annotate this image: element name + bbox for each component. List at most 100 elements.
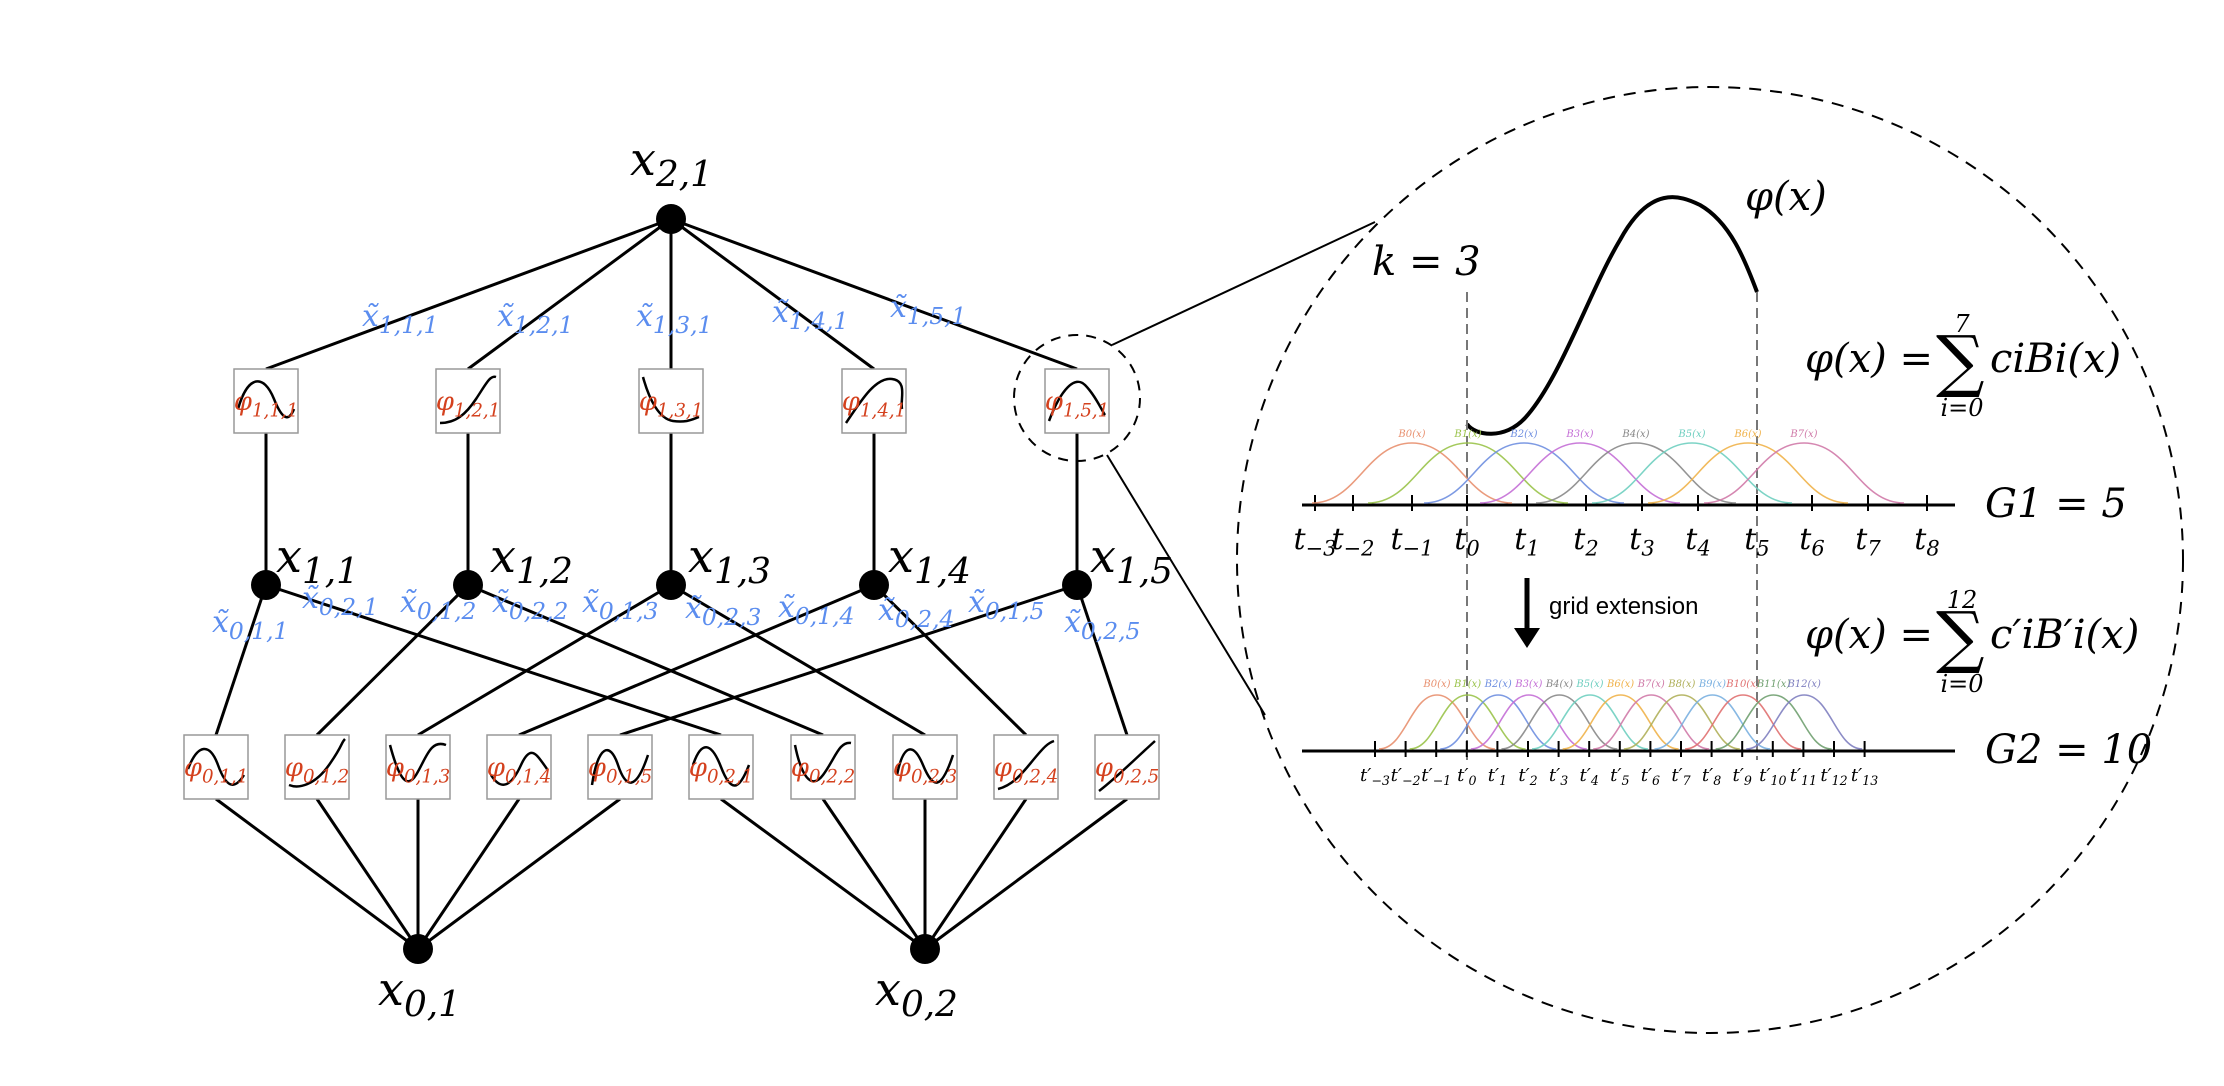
grid2-tick-label: t′−3	[1360, 765, 1390, 788]
edge-l0-up-2	[315, 583, 470, 737]
basis2-label: B11(x)	[1756, 679, 1791, 690]
basis2-curve	[1746, 694, 1863, 750]
sum-symbol: ∑	[1936, 322, 1985, 401]
grid1-tick-label: t8	[1914, 522, 1939, 560]
basis1-label: B4(x)	[1621, 429, 1649, 440]
basis2-curve	[1654, 694, 1771, 750]
phi-label: φ0,1,1	[184, 753, 249, 787]
activation-curve	[590, 749, 650, 786]
sum-lower: i=0	[1940, 670, 1983, 698]
basis2-curve	[1470, 694, 1587, 750]
phi-label: φ1,5,1	[1045, 387, 1110, 421]
basis1-label: B1(x)	[1453, 429, 1481, 440]
grid2-tick-label: t′8	[1702, 765, 1721, 788]
edge-label-l0: x̃0,1,1	[212, 605, 288, 645]
basis2-curve	[1501, 694, 1618, 750]
sum-lower: i=0	[1940, 394, 1983, 422]
node-label-output: x2,1	[630, 132, 713, 195]
activation-curve	[1047, 380, 1107, 422]
phi-box-l0-7: φ0,2,2	[790, 734, 856, 800]
grid2-label: G2 = 10	[1985, 727, 2152, 773]
edge-l0-up-4	[518, 583, 875, 737]
grid1-tick-label: t3	[1629, 522, 1654, 560]
phi-box-l0-6: φ0,2,1	[688, 734, 754, 800]
basis2-curve	[1715, 694, 1832, 750]
node-label-hidden: x1,4	[888, 529, 971, 592]
network-node	[656, 570, 686, 600]
edge-l0-up-1	[214, 584, 268, 736]
basis1-curve	[1479, 442, 1681, 504]
arrow-head-icon	[1514, 628, 1540, 648]
phi-box-l1-2: φ1,2,1	[435, 368, 501, 434]
phi-label: φ0,1,3	[386, 753, 451, 787]
basis2-label: B2(x)	[1484, 679, 1512, 690]
network-node	[1062, 570, 1092, 600]
node-label-input: x0,2	[875, 962, 958, 1025]
edge-l0-down-6	[720, 797, 926, 951]
activation-curve	[844, 377, 904, 424]
edge-label-l1: x̃1,3,1	[636, 299, 712, 339]
basis2-curve	[1623, 694, 1740, 750]
grid2-tick-label: t′0	[1457, 765, 1476, 788]
grid-extension-label: grid extension	[1549, 593, 1698, 620]
basis1-label: B2(x)	[1509, 429, 1537, 440]
edge-l0-up-9	[872, 583, 1028, 737]
equation-grid2: φ(x) =∑12i=0c′iB′i(x)	[1805, 586, 2139, 698]
basis2-curve	[1593, 694, 1710, 750]
edge-l0-up-6	[265, 583, 722, 737]
basis1-label: B3(x)	[1565, 429, 1593, 440]
edge-label-l1: x̃1,4,1	[772, 295, 848, 335]
edge-label-l1: x̃1,5,1	[890, 290, 966, 330]
grid1-label: G1 = 5	[1985, 481, 2127, 527]
phi-label: φ0,1,5	[588, 753, 653, 787]
k-label: k = 3	[1372, 239, 1481, 285]
sum-symbol: ∑	[1936, 598, 1985, 677]
eq-lhs: φ(x) =	[1805, 612, 1933, 658]
basis2-label: B4(x)	[1545, 679, 1573, 690]
activation-curve	[236, 380, 296, 419]
phi-title: φ(x)	[1745, 174, 1827, 220]
basis2-curve	[1440, 694, 1557, 750]
node-label-hidden: x1,3	[688, 529, 771, 592]
edge-l0-up-3	[417, 583, 672, 737]
edge-l0-up-5	[619, 583, 1078, 737]
edge-label-l0: x̃0,2,1	[302, 581, 378, 621]
edge-label-l0: x̃0,1,4	[778, 590, 854, 630]
phi-box-l1-3: φ1,3,1	[638, 368, 704, 434]
edge-l0-down-5	[417, 797, 621, 951]
grid2-tick-label: t′−2	[1391, 765, 1421, 788]
grid2-tick-label: t′7	[1671, 765, 1690, 788]
grid2-tick-label: t′4	[1580, 765, 1599, 788]
grid2-tick-label: t′10	[1759, 765, 1786, 788]
grid2-tick-label: t′9	[1733, 765, 1752, 788]
phi-box-l0-5: φ0,1,5	[587, 734, 653, 800]
edge-label-l0: x̃0,2,4	[878, 593, 954, 633]
edge-l0-down-4	[416, 798, 521, 950]
grid2-tick-label: t′2	[1518, 765, 1537, 788]
edge-label-l1: x̃1,2,1	[497, 299, 573, 339]
basis1-label: B6(x)	[1733, 429, 1761, 440]
node-label-hidden: x1,5	[1090, 529, 1173, 592]
edge-top-2	[467, 217, 672, 371]
basis1-curve	[1535, 442, 1737, 504]
basis1-curve	[1367, 442, 1569, 504]
activation-curve	[288, 738, 346, 788]
phi-box-l0-8: φ0,2,3	[892, 734, 958, 800]
basis2-label: B12(x)	[1786, 679, 1821, 690]
phi-label: φ0,1,4	[487, 753, 552, 787]
phi-label: φ1,1,1	[234, 387, 299, 421]
phi-label: φ0,2,3	[893, 753, 958, 787]
edge-l0-up-10	[1075, 584, 1129, 736]
basis2-label: B1(x)	[1453, 679, 1481, 690]
grid1-tick-label: t2	[1573, 522, 1598, 560]
phi-label: φ1,4,1	[842, 387, 907, 421]
edge-l0-down-10	[924, 797, 1128, 951]
basis1-label: B5(x)	[1677, 429, 1705, 440]
activation-boxes: φ1,1,1 φ1,2,1 φ1,3,1 φ1,4,1 φ1,5,1 φ0,1,1 φ0,1…	[183, 368, 1160, 800]
grid1-tick-label: t−1	[1390, 522, 1433, 560]
phi-box-l1-5: φ1,5,1	[1044, 368, 1110, 434]
basis2-curve	[1562, 694, 1679, 750]
activation-curve	[997, 739, 1055, 791]
